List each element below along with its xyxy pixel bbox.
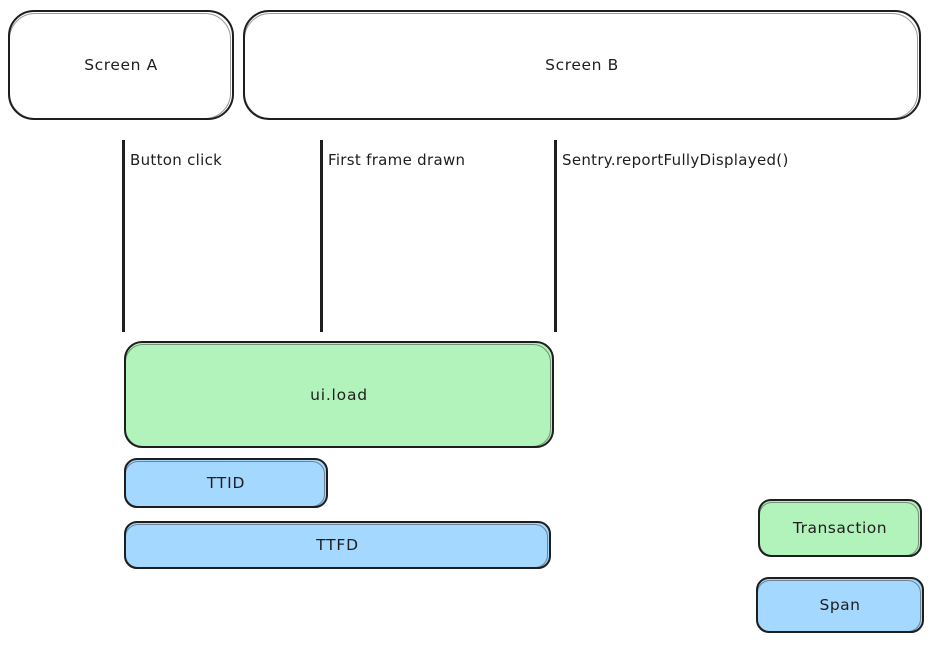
bar-ttid-label: TTID	[206, 474, 246, 492]
bar-ttid[interactable]: TTID	[124, 458, 328, 508]
marker-label-fully-displayed: Sentry.reportFullyDisplayed()	[562, 151, 789, 169]
bar-ttfd[interactable]: TTFD	[124, 521, 551, 569]
screen-b-label: Screen B	[545, 56, 619, 74]
screen-b-box[interactable]: Screen B	[243, 10, 921, 120]
screen-a-label: Screen A	[84, 56, 158, 74]
legend-transaction[interactable]: Transaction	[758, 499, 922, 557]
screen-a-box[interactable]: Screen A	[8, 10, 234, 120]
marker-line-fully-displayed	[554, 140, 557, 332]
legend-span-label: Span	[819, 596, 861, 614]
legend-span[interactable]: Span	[756, 577, 924, 633]
bar-ttfd-label: TTFD	[316, 536, 359, 554]
marker-label-first-frame: First frame drawn	[328, 151, 466, 169]
marker-label-button-click: Button click	[130, 151, 223, 169]
marker-line-button-click	[122, 140, 125, 332]
legend-transaction-label: Transaction	[792, 519, 888, 537]
marker-line-first-frame	[320, 140, 323, 332]
bar-ui-load[interactable]: ui.load	[124, 341, 554, 448]
bar-ui-load-label: ui.load	[310, 385, 368, 404]
